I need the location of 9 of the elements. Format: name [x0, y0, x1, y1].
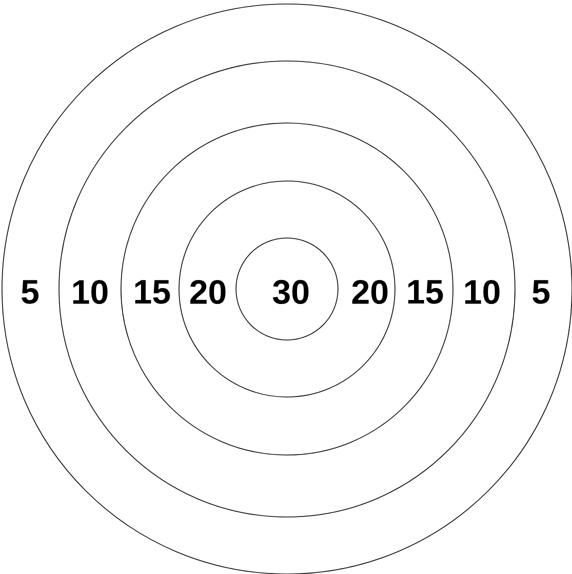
score-label: 10 — [465, 280, 500, 304]
score-label: 5 — [22, 280, 38, 304]
score-label: 5 — [532, 280, 550, 304]
score-label: 10 — [73, 280, 108, 304]
score-label: 15 — [408, 280, 443, 304]
score-label: 20 — [190, 280, 226, 304]
score-label: 15 — [135, 280, 170, 304]
score-label: 20 — [352, 280, 388, 304]
score-label: 30 — [272, 280, 308, 304]
